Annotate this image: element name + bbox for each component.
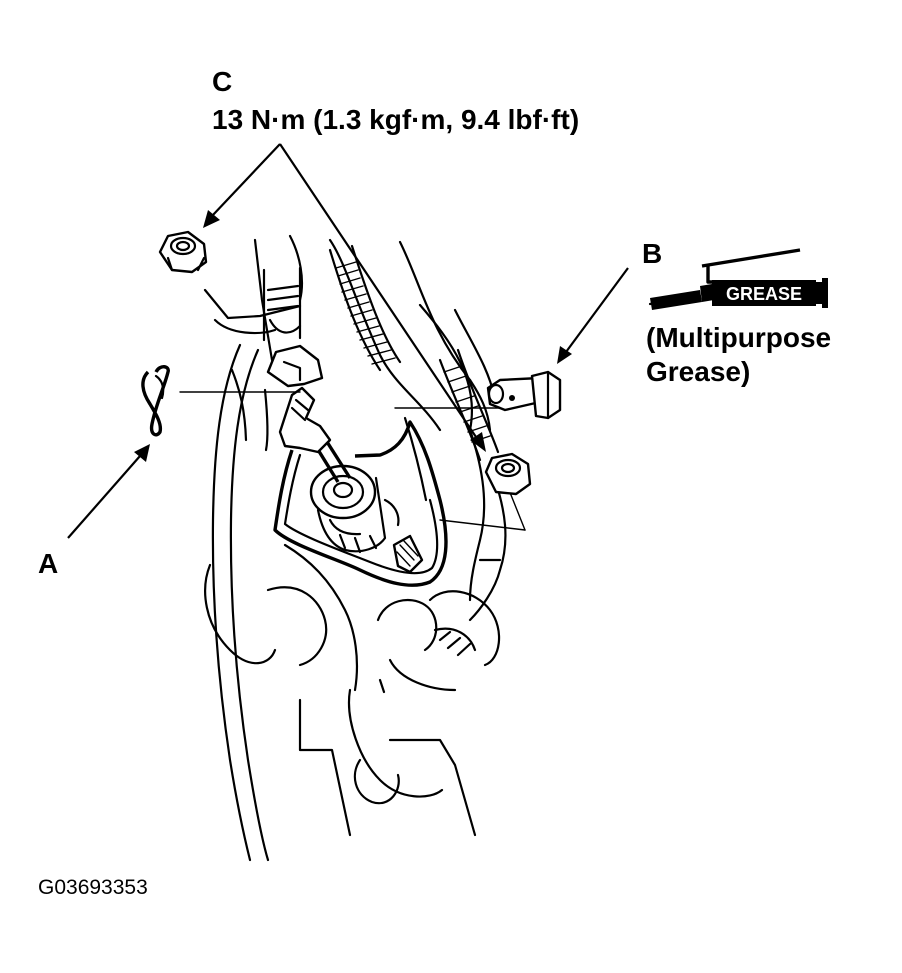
callout-b-letter: B: [642, 238, 663, 269]
grease-note-line1: (Multipurpose: [646, 322, 832, 353]
master-cylinder-flange: [273, 416, 448, 587]
callout-arrows: [67, 143, 629, 539]
cotter-pin: [141, 365, 170, 437]
callout-c-letter: C: [212, 66, 233, 97]
push-rod-clevis: [262, 266, 352, 483]
callout-a-letter: A: [38, 548, 59, 579]
grease-note-line2: Grease): [646, 356, 751, 387]
leader-lines: [179, 391, 526, 531]
flange-nut-lower: [484, 452, 532, 496]
clutch-hose: [328, 244, 500, 462]
clevis-pin: [486, 370, 562, 420]
master-cylinder: [309, 464, 424, 574]
torque-spec: 13 N·m (1.3 kgf·m, 9.4 lbf·ft): [212, 104, 580, 135]
body-outline: [203, 234, 507, 862]
flange-nut-upper: [158, 230, 208, 274]
figure-id: G03693353: [38, 876, 148, 899]
grease-tube-icon: [648, 248, 828, 310]
